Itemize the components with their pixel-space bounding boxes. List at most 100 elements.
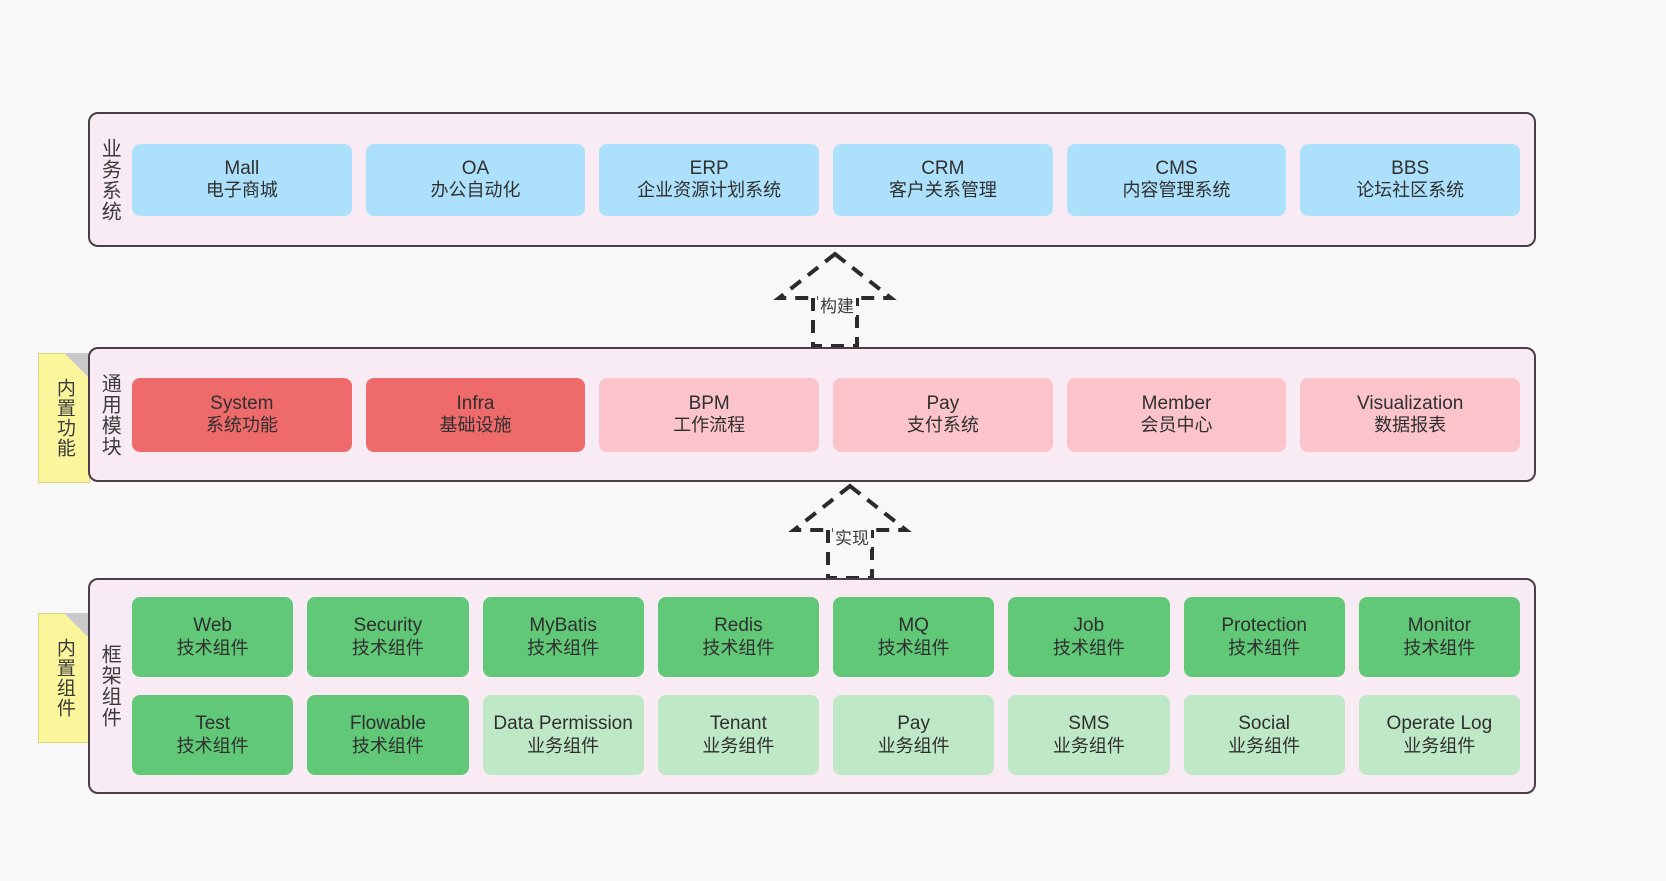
node-flowable[interactable]: Flowable 技术组件 [307, 695, 469, 775]
node-subtitle: 技术组件 [1052, 637, 1125, 658]
sticky-note-builtin-component: 内置组件 [38, 613, 90, 743]
node-title: Mall [224, 157, 260, 179]
node-title: Monitor [1407, 615, 1472, 637]
layer-label-common-module: 通用模块 [98, 372, 121, 457]
node-title: Data Permission [493, 713, 633, 735]
node-title: BBS [1391, 157, 1430, 179]
layer-label-framework-component: 框架组件 [98, 644, 121, 728]
node-cms[interactable]: CMS 内容管理系统 [1066, 143, 1287, 216]
connector-label-build: 构建 [818, 292, 856, 317]
layer-body-framework-component: Web 技术组件 Security 技术组件 MyBatis 技术组件 Redi… [128, 580, 1534, 792]
sticky-note-builtin-function: 内置功能 [38, 353, 90, 483]
node-title: Social [1238, 713, 1290, 735]
node-subtitle: 技术组件 [527, 637, 600, 658]
node-infra[interactable]: Infra 基础设施 [365, 377, 586, 452]
node-job[interactable]: Job 技术组件 [1008, 597, 1170, 677]
node-title: MQ [898, 615, 929, 637]
node-subtitle: 数据报表 [1374, 415, 1447, 436]
connector-build: 构建 [745, 250, 925, 350]
layer-body-business-system: Mall 电子商城 OA 办公自动化 ERP 企业资源计划系统 CRM 客户关系… [128, 114, 1534, 245]
node-title: Visualization [1357, 392, 1464, 414]
node-subtitle: 支付系统 [906, 415, 979, 436]
node-subtitle: 业务组件 [527, 735, 600, 756]
node-data-permission[interactable]: Data Permission 业务组件 [482, 695, 644, 775]
node-bpm[interactable]: BPM 工作流程 [599, 377, 820, 452]
node-title: Infra [456, 392, 495, 414]
node-subtitle: 基础设施 [439, 415, 512, 436]
node-subtitle: 系统功能 [205, 415, 278, 436]
node-subtitle: 技术组件 [351, 735, 424, 756]
node-row: System 系统功能 Infra 基础设施 BPM 工作流程 Pay 支付系统… [132, 377, 1521, 452]
node-title: SMS [1068, 713, 1110, 735]
node-mall[interactable]: Mall 电子商城 [132, 143, 352, 216]
node-mybatis[interactable]: MyBatis 技术组件 [482, 597, 644, 677]
node-title: Security [353, 615, 423, 637]
node-subtitle: 业务组件 [1403, 735, 1476, 756]
node-subtitle: 技术组件 [877, 637, 950, 658]
node-protection[interactable]: Protection 技术组件 [1183, 597, 1345, 677]
node-subtitle: 业务组件 [702, 735, 775, 756]
node-subtitle: 业务组件 [1052, 735, 1125, 756]
generalization-arrow-icon [788, 483, 912, 580]
node-subtitle: 技术组件 [1228, 637, 1301, 658]
node-subtitle: 业务组件 [1228, 735, 1301, 756]
node-title: ERP [689, 157, 729, 179]
node-title: OA [461, 157, 490, 179]
node-subtitle: 内容管理系统 [1122, 180, 1231, 201]
node-monitor[interactable]: Monitor 技术组件 [1358, 597, 1520, 677]
node-erp[interactable]: ERP 企业资源计划系统 [599, 143, 820, 216]
node-subtitle: 论坛社区系统 [1356, 180, 1465, 201]
node-title: Pay [897, 713, 930, 735]
node-title: Protection [1221, 615, 1307, 637]
node-subtitle: 企业资源计划系统 [637, 180, 782, 201]
node-title: MyBatis [529, 615, 597, 637]
node-title: BPM [688, 392, 730, 414]
layer-common-module: 通用模块 System 系统功能 Infra 基础设施 BPM 工作流程 Pay… [88, 347, 1536, 482]
node-sms[interactable]: SMS 业务组件 [1008, 695, 1170, 775]
node-bbs[interactable]: BBS 论坛社区系统 [1300, 143, 1521, 216]
generalization-arrow-icon [773, 251, 897, 348]
node-redis[interactable]: Redis 技术组件 [657, 597, 819, 677]
node-title: CRM [921, 157, 965, 179]
node-subtitle: 办公自动化 [430, 180, 521, 201]
node-row: Web 技术组件 Security 技术组件 MyBatis 技术组件 Redi… [132, 597, 1520, 677]
node-social[interactable]: Social 业务组件 [1183, 695, 1345, 775]
node-title: Test [195, 713, 231, 735]
node-operate-log[interactable]: Operate Log 业务组件 [1358, 695, 1520, 775]
node-test[interactable]: Test 技术组件 [132, 695, 294, 775]
node-pay-component[interactable]: Pay 业务组件 [833, 695, 995, 775]
node-system[interactable]: System 系统功能 [132, 377, 352, 452]
node-title: System [210, 392, 274, 414]
node-mq[interactable]: MQ 技术组件 [833, 597, 995, 677]
node-title: CMS [1155, 157, 1198, 179]
node-security[interactable]: Security 技术组件 [307, 597, 469, 677]
node-subtitle: 技术组件 [351, 637, 424, 658]
sticky-note-label: 内置功能 [53, 378, 75, 458]
sticky-note-label: 内置组件 [53, 638, 75, 718]
node-subtitle: 技术组件 [702, 637, 775, 658]
node-subtitle: 工作流程 [673, 415, 746, 436]
node-subtitle: 技术组件 [1403, 637, 1476, 658]
node-title: Job [1073, 615, 1105, 637]
node-subtitle: 技术组件 [176, 637, 249, 658]
node-subtitle: 业务组件 [877, 735, 950, 756]
layer-framework-component: 框架组件 Web 技术组件 Security 技术组件 MyBatis 技术组件… [88, 578, 1536, 794]
node-title: Flowable [349, 713, 426, 735]
layer-body-common-module: System 系统功能 Infra 基础设施 BPM 工作流程 Pay 支付系统… [128, 349, 1534, 480]
node-pay-module[interactable]: Pay 支付系统 [833, 377, 1053, 452]
node-tenant[interactable]: Tenant 业务组件 [657, 695, 819, 775]
node-visualization[interactable]: Visualization 数据报表 [1300, 377, 1521, 452]
node-web[interactable]: Web 技术组件 [132, 597, 294, 677]
node-subtitle: 电子商城 [205, 180, 278, 201]
layer-business-system: 业务系统 Mall 电子商城 OA 办公自动化 ERP 企业资源计划系统 CRM… [88, 112, 1536, 247]
node-title: Pay [926, 392, 960, 414]
node-title: Tenant [709, 713, 767, 735]
node-member[interactable]: Member 会员中心 [1066, 377, 1287, 452]
node-oa[interactable]: OA 办公自动化 [365, 143, 586, 216]
connector-implement: 实现 [760, 482, 940, 582]
node-row: Test 技术组件 Flowable 技术组件 Data Permission … [132, 695, 1520, 775]
node-subtitle: 技术组件 [176, 735, 249, 756]
node-subtitle: 客户关系管理 [888, 180, 997, 201]
node-crm[interactable]: CRM 客户关系管理 [833, 143, 1053, 216]
